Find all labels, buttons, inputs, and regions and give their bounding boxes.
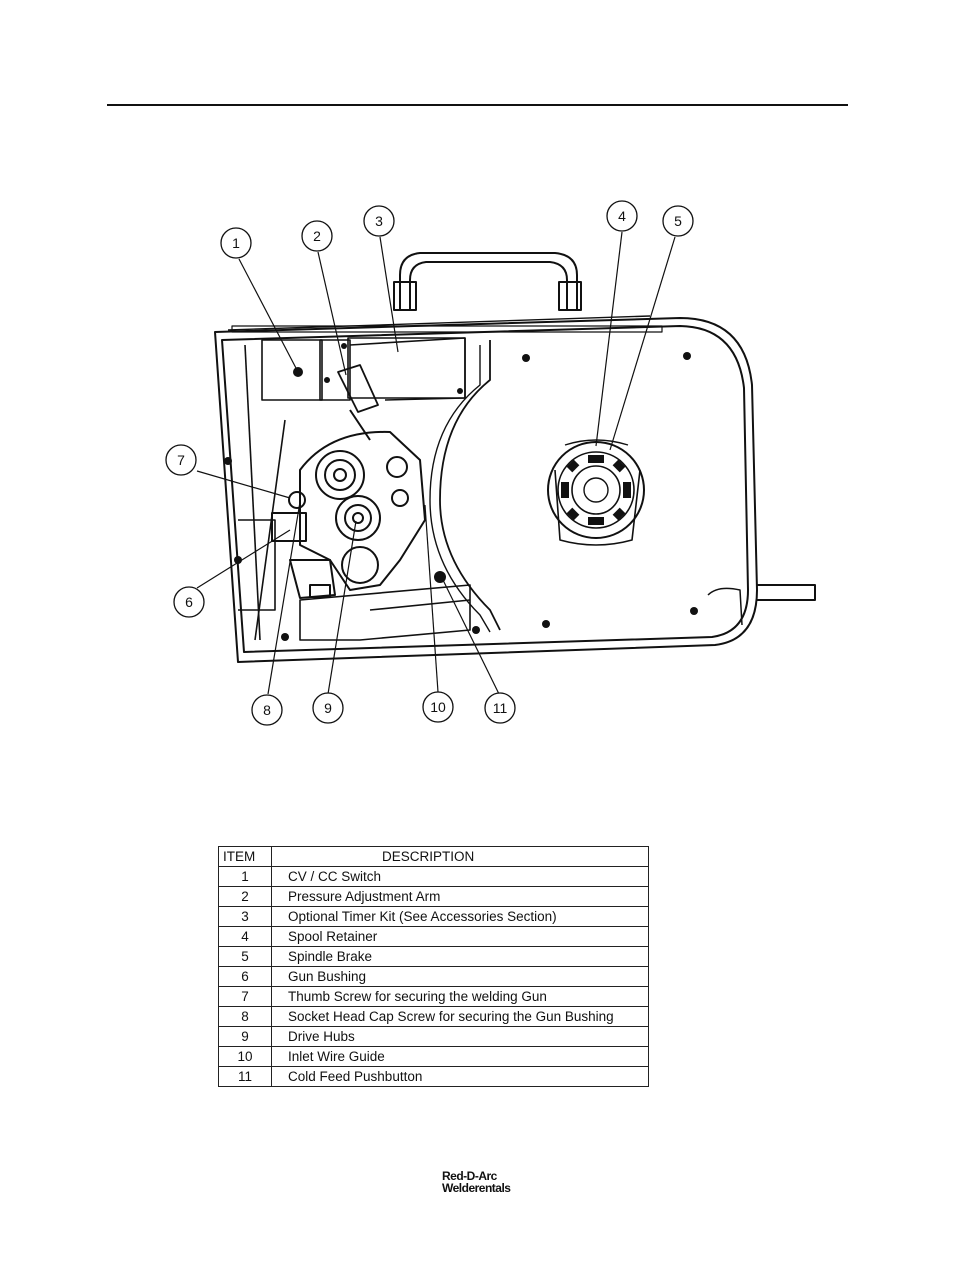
callout-9: 9: [312, 692, 344, 724]
item-number: 5: [218, 946, 272, 967]
red-d-arc-logo: Red-D-Arc Welderentals: [442, 1169, 511, 1195]
item-number: 11: [218, 1066, 272, 1087]
callout-5: 5: [662, 205, 694, 237]
svg-text:5: 5: [674, 213, 682, 229]
item-number: 2: [218, 886, 272, 907]
callout-2: 2: [301, 220, 333, 252]
item-description: Cold Feed Pushbutton: [271, 1066, 649, 1087]
svg-text:10: 10: [430, 699, 446, 715]
drive-assembly: [271, 364, 426, 599]
svg-text:7: 7: [177, 452, 185, 468]
left-compartment: [238, 337, 471, 641]
callout-10: 10: [422, 691, 454, 723]
spool-spindle: [547, 439, 645, 546]
callout-8: 8: [251, 694, 283, 726]
item-description: Optional Timer Kit (See Accessories Sect…: [271, 906, 649, 927]
item-number: 9: [218, 1026, 272, 1047]
svg-text:1: 1: [232, 235, 240, 251]
callout-1: 1: [220, 227, 252, 259]
logo-line-1: Red-D-Arc: [442, 1169, 497, 1183]
callout-4: 4: [606, 200, 638, 232]
callouts: 1 2 3 4 5 7 6 8 9 10 11: [165, 200, 694, 726]
screw-heads: [224, 343, 698, 641]
item-number: 4: [218, 926, 272, 947]
item-number: 6: [218, 966, 272, 987]
top-rule: [107, 104, 848, 106]
item-description: Spool Retainer: [271, 926, 649, 947]
item-number: 7: [218, 986, 272, 1007]
item-description: Gun Bushing: [271, 966, 649, 987]
svg-text:2: 2: [313, 228, 321, 244]
svg-text:6: 6: [185, 594, 193, 610]
callout-11: 11: [484, 692, 516, 724]
item-description: Spindle Brake: [271, 946, 649, 967]
callout-3: 3: [363, 205, 395, 237]
svg-text:4: 4: [618, 208, 626, 224]
callout-6: 6: [173, 586, 205, 618]
item-number: 1: [218, 866, 272, 887]
item-description: Thumb Screw for securing the welding Gun: [271, 986, 649, 1007]
logo-line-2: Welderentals: [442, 1181, 511, 1195]
carry-handle: [393, 252, 582, 311]
item-description: Drive Hubs: [271, 1026, 649, 1047]
header-item: ITEM: [218, 846, 272, 867]
wire-feeder-diagram: 1 2 3 4 5 7 6 8 9 10 11: [165, 200, 816, 726]
leader-lines: [196, 231, 676, 695]
item-number: 10: [218, 1046, 272, 1067]
svg-text:9: 9: [324, 700, 332, 716]
callout-7: 7: [165, 444, 197, 476]
header-description: DESCRIPTION: [271, 846, 649, 867]
housing: [214, 315, 816, 663]
svg-text:3: 3: [375, 213, 383, 229]
svg-text:8: 8: [263, 702, 271, 718]
item-number: 3: [218, 906, 272, 927]
table-header-row: ITEM DESCRIPTION: [218, 846, 649, 867]
item-description: Socket Head Cap Screw for securing the G…: [271, 1006, 649, 1027]
item-description: Pressure Adjustment Arm: [271, 886, 649, 907]
svg-text:11: 11: [493, 700, 508, 716]
item-description: CV / CC Switch: [271, 866, 649, 887]
item-number: 8: [218, 1006, 272, 1027]
item-description: Inlet Wire Guide: [271, 1046, 649, 1067]
